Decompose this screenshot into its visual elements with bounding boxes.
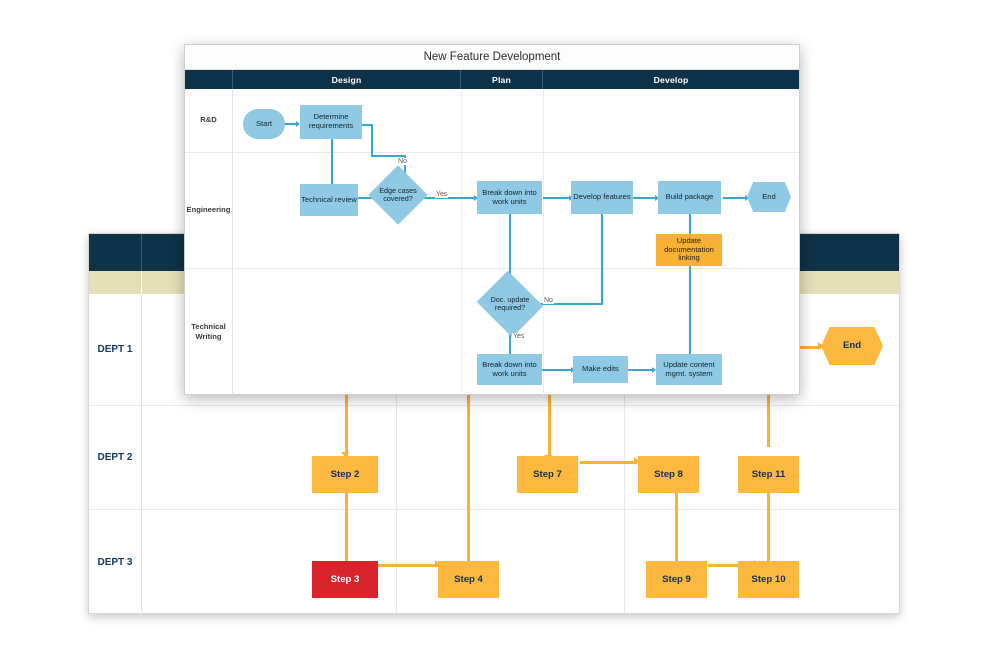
node-technical-review[interactable]: Technical review — [300, 184, 358, 216]
edge-updatedoc-build — [689, 211, 691, 234]
node-step-9[interactable]: Step 9 — [646, 561, 707, 598]
edge-edits-cms — [628, 369, 654, 371]
edge-decision-no-up — [404, 155, 406, 177]
lane-rnd: R&D — [185, 89, 799, 153]
arrowhead-build-end — [745, 195, 749, 201]
node-step-11[interactable]: Step 11 — [738, 456, 799, 493]
back-subheader-cell-0 — [89, 271, 142, 294]
edge-step7-step8 — [580, 461, 637, 464]
node-step-4[interactable]: Step 4 — [438, 561, 499, 598]
node-breakdown-work-units-techwriting[interactable]: Break down into work units — [477, 354, 542, 385]
node-end[interactable]: End — [747, 182, 791, 212]
arrowhead-decision-breakdown1 — [474, 195, 478, 201]
column-header-blank — [185, 70, 233, 89]
arrowhead-step3-step4 — [435, 560, 440, 568]
node-update-content-mgmt-system[interactable]: Update content mgmt. system — [656, 354, 722, 385]
edge-decision-no-v — [371, 124, 373, 157]
edge-docupdate-yes — [509, 321, 511, 357]
arrowhead-start-step2 — [341, 452, 349, 457]
node-step-3[interactable]: Step 3 — [312, 561, 378, 598]
node-make-edits[interactable]: Make edits — [573, 356, 628, 383]
edge-start-determine — [283, 123, 298, 125]
node-build-package[interactable]: Build package — [658, 181, 721, 214]
lane-label-dept-2: DEPT 2 — [89, 406, 142, 509]
edge-docupdate-no-h — [537, 303, 603, 305]
arrowhead-edits-cms — [652, 367, 656, 373]
arrowhead-step7-step8 — [634, 457, 639, 465]
column-header-plan: Plan — [461, 70, 543, 89]
edge-decision-yes — [418, 197, 476, 199]
edge-breakdown1-docupdate — [509, 211, 511, 289]
lane-label-rnd: R&D — [185, 89, 233, 152]
arrowhead-step11-end — [818, 342, 823, 350]
edge-step10-step11 — [767, 479, 770, 566]
node-develop-features[interactable]: Develop features — [571, 181, 633, 214]
edge-step4-step7 — [467, 342, 470, 564]
node-step-8[interactable]: Step 8 — [638, 456, 699, 493]
edge-breakdown2-edits — [542, 369, 573, 371]
edge-cms-updatedoc — [689, 259, 691, 354]
column-header-design: Design — [233, 70, 461, 89]
edge-decision-no-h — [371, 155, 406, 157]
node-step-2[interactable]: Step 2 — [312, 456, 378, 493]
edge-label-no-1: No — [397, 158, 408, 165]
front-column-header-band: Design Plan Develop — [185, 70, 799, 89]
edge-docupdate-no-v — [601, 211, 603, 305]
edge-label-yes-2: Yes — [512, 333, 526, 340]
edge-step3-step4 — [378, 564, 438, 567]
node-step-10[interactable]: Step 10 — [738, 561, 799, 598]
node-step-7[interactable]: Step 7 — [517, 456, 578, 493]
edge-step11-end — [789, 346, 821, 349]
lane-label-dept-1: DEPT 1 — [89, 294, 142, 405]
edge-step7-down — [548, 342, 551, 459]
lane-label-dept-3: DEPT 3 — [89, 510, 142, 614]
panel-title: New Feature Development — [185, 45, 799, 70]
back-header-cell-0 — [89, 234, 142, 271]
edge-label-no-2: No — [543, 297, 554, 304]
edge-step2-step3 — [345, 479, 348, 566]
front-lane-container: R&D Engineering Technical Writing — [185, 89, 799, 395]
edge-decision-no-back — [361, 124, 373, 126]
node-update-documentation-linking[interactable]: Update documentation linking — [656, 234, 722, 266]
edge-build-end — [723, 197, 747, 199]
edge-review-decision — [358, 197, 377, 199]
column-header-develop: Develop — [653, 74, 689, 85]
node-doc-update-decision[interactable]: Doc. update required? — [476, 270, 544, 338]
arrowhead-develop-build — [655, 195, 659, 201]
lane-label-engineering: Engineering — [185, 153, 233, 268]
edge-develop-build — [633, 197, 657, 199]
lane-label-technical-writing: Technical Writing — [185, 269, 233, 395]
node-breakdown-work-units-engineering[interactable]: Break down into work units — [477, 181, 542, 214]
feature-development-panel: New Feature Development Design Plan Deve… — [184, 44, 800, 395]
edge-step9-step10 — [708, 564, 757, 567]
lane-technical-writing: Technical Writing — [185, 269, 799, 395]
edge-breakdown1-develop — [543, 197, 571, 199]
lane-engineering: Engineering — [185, 153, 799, 269]
lane-dept-2: DEPT 2 — [89, 406, 899, 510]
node-start[interactable]: Start — [243, 109, 285, 139]
node-determine-requirements[interactable]: Determine requirements — [300, 105, 362, 139]
lane-dept-3: DEPT 3 — [89, 510, 899, 614]
edge-label-yes-1: Yes — [435, 191, 449, 198]
edge-start-step2 — [345, 366, 348, 456]
node-end[interactable]: End — [821, 327, 883, 365]
arrowhead-start-determine — [296, 121, 300, 127]
edge-step8-step9 — [675, 479, 678, 566]
node-edge-cases-decision[interactable]: Edge cases covered? — [368, 165, 428, 225]
edge-determine-review — [331, 138, 333, 187]
